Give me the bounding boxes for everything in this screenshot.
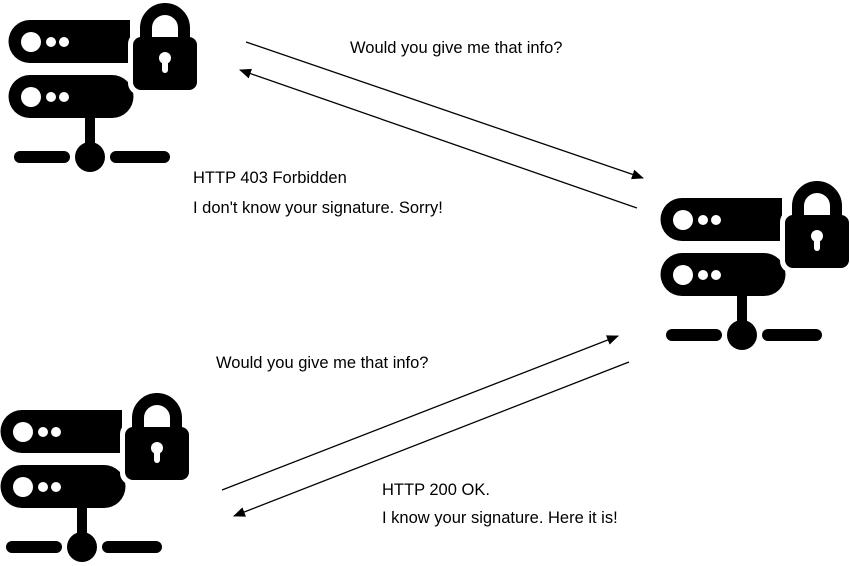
top-request-label: Would you give me that info? — [350, 39, 563, 57]
bottom-request-label: Would you give me that info? — [216, 354, 429, 372]
top-response-status: HTTP 403 Forbidden — [193, 169, 347, 187]
unknown-client-server-icon — [8, 9, 202, 172]
bottom-response-message: I know your signature. Here it is! — [382, 509, 618, 527]
top-response-message: I don't know your signature. Sorry! — [193, 199, 443, 217]
request-arrow-top — [245, 41, 644, 180]
bottom-response-status: HTTP 200 OK. — [382, 481, 490, 499]
known-client-server-icon — [0, 399, 194, 562]
response-arrow-top — [239, 68, 638, 209]
response-arrow-bottom — [233, 361, 630, 517]
target-server-icon — [661, 187, 850, 350]
request-arrow-bottom — [221, 335, 619, 491]
